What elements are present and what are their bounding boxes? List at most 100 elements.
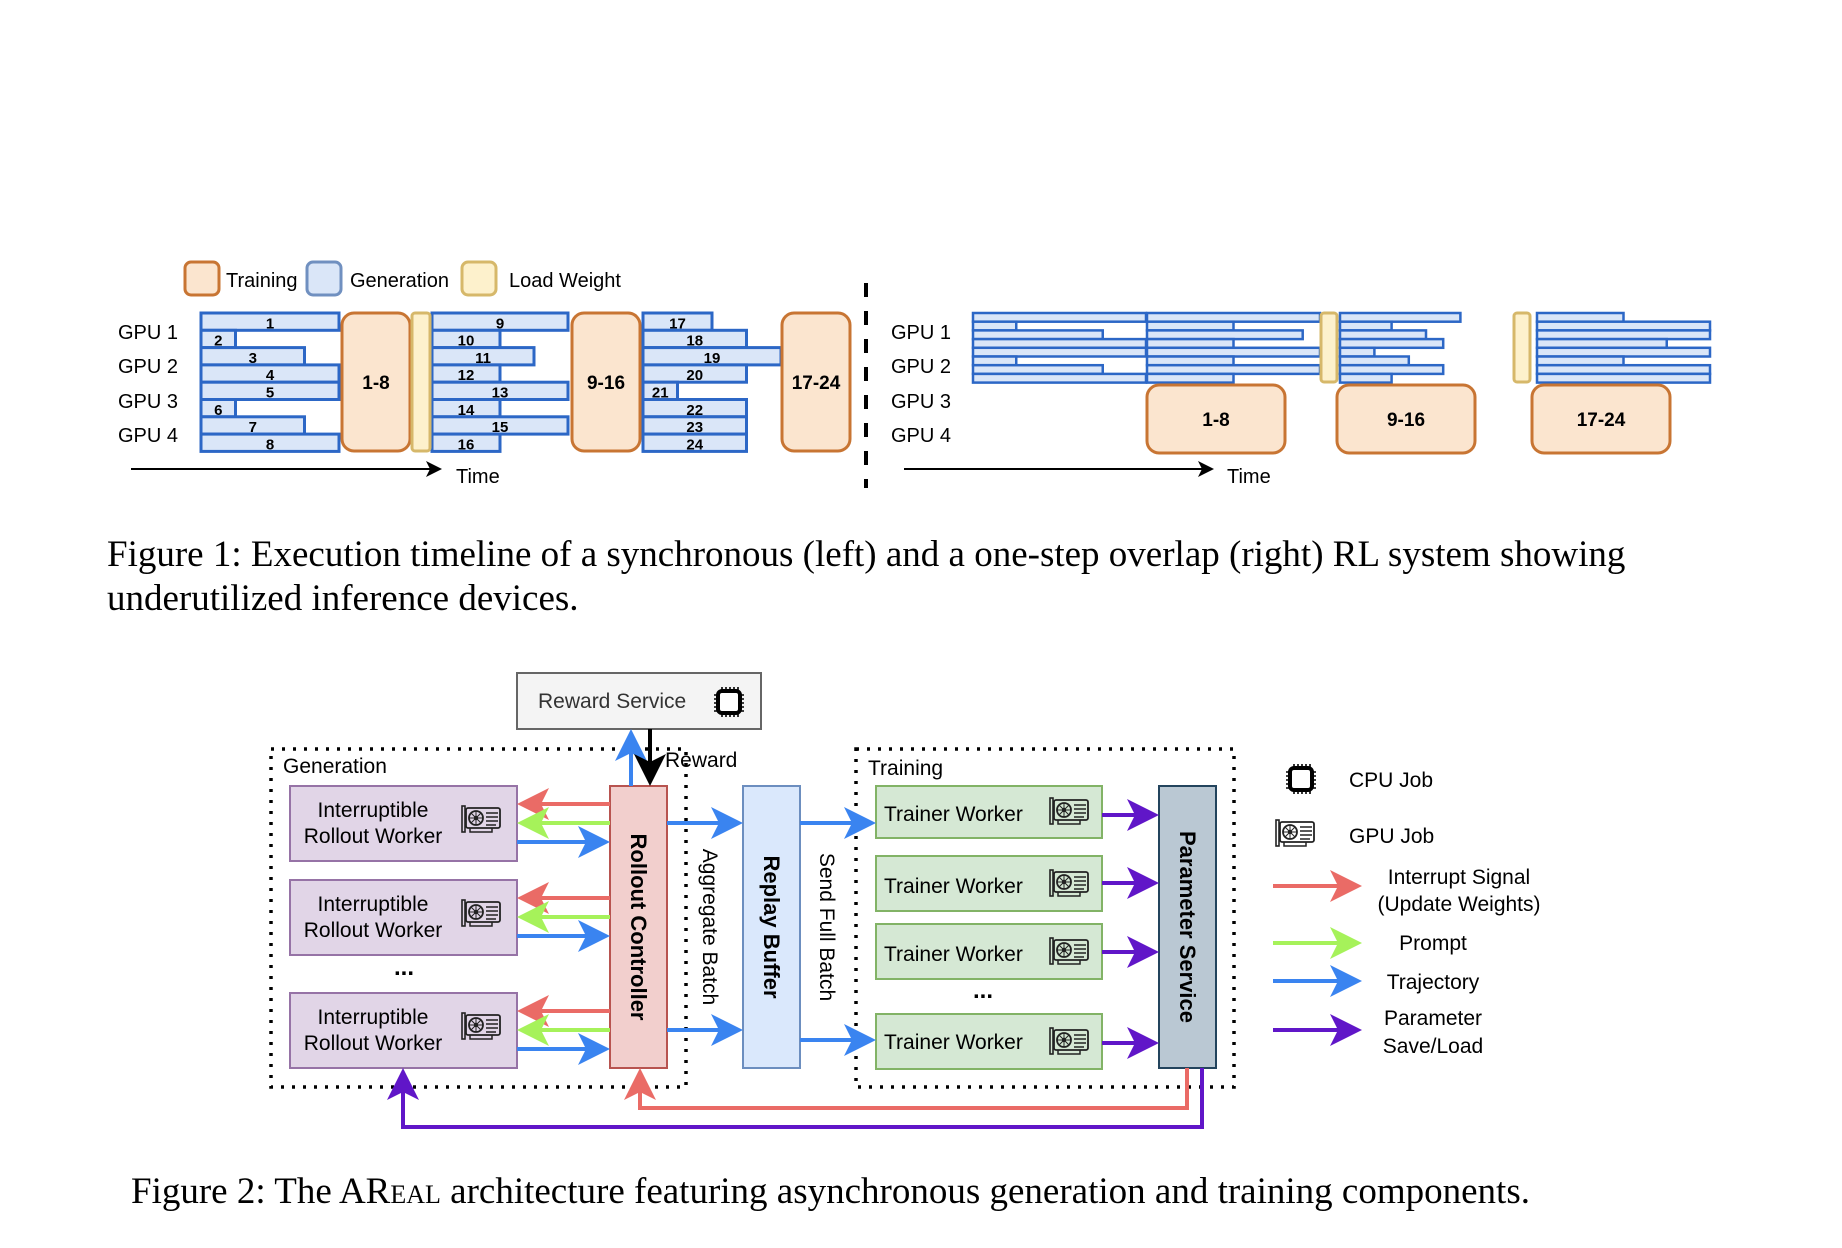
parameter-service-box xyxy=(1158,785,1217,1069)
rollout-worker-line1: Interruptible xyxy=(318,799,429,822)
rollout-worker-line1: Interruptible xyxy=(318,893,429,916)
gpu-label: GPU 3 xyxy=(891,391,951,413)
generation-bar xyxy=(971,320,1018,332)
legend-training-swatch xyxy=(183,260,221,297)
legend-interrupt-line1: Interrupt Signal xyxy=(1388,866,1530,889)
generation-bar xyxy=(1338,337,1445,350)
generation-bar xyxy=(971,372,1148,384)
legend-parameter-line2: Save/Load xyxy=(1383,1035,1483,1058)
generation-bar-label: 6 xyxy=(214,402,222,419)
generation-bar xyxy=(641,363,748,384)
generation-bar-label: 17 xyxy=(669,315,686,332)
training-block xyxy=(1530,383,1672,455)
trainer-worker-label: Trainer Worker xyxy=(884,943,1023,966)
generation-bar xyxy=(971,363,1104,376)
generation-bar xyxy=(971,337,1148,350)
trainer-worker-label: Trainer Worker xyxy=(884,1031,1023,1054)
generation-bar xyxy=(1145,320,1235,332)
reward-service-box xyxy=(516,672,762,730)
gpu-labels-right: GPU 1 GPU 2 GPU 3 GPU 4 xyxy=(891,322,951,447)
generation-bar-label: 4 xyxy=(266,367,275,384)
legend-parameter-line1: Parameter xyxy=(1384,1007,1482,1030)
generation-bar xyxy=(1338,329,1428,341)
training-group-label: Training xyxy=(868,757,943,780)
right-load-weight-block-1 xyxy=(1319,311,1339,384)
generation-bar-label: 3 xyxy=(249,350,257,367)
generation-bar xyxy=(1338,346,1376,358)
generation-group xyxy=(269,747,688,1089)
rollout-worker: Interruptible Rollout Worker xyxy=(289,879,518,956)
trainer-worker-ellipsis: ... xyxy=(973,977,993,1004)
rollout-worker-line2: Rollout Worker xyxy=(304,919,443,942)
gpu-label: GPU 1 xyxy=(118,322,178,344)
generation-bar xyxy=(199,380,341,402)
generation-bar xyxy=(1145,346,1322,358)
cpu-job-label: CPU Job xyxy=(1349,769,1433,792)
legend-generation-swatch xyxy=(305,260,343,297)
legend-load-weight-swatch xyxy=(460,260,498,297)
reward-service-label: Reward Service xyxy=(538,690,686,713)
legend-training-label: Training xyxy=(226,270,298,292)
trainer-worker: Trainer Worker xyxy=(875,1013,1103,1070)
legend-trajectory-label: Trajectory xyxy=(1387,971,1480,994)
generation-bar xyxy=(1338,363,1445,376)
generation-bar xyxy=(1145,372,1235,384)
generation-bar-label: 10 xyxy=(458,333,475,350)
training-block-label: 17-24 xyxy=(792,373,841,394)
generation-bar xyxy=(1145,355,1235,367)
rollout-worker: Interruptible Rollout Worker xyxy=(289,785,518,862)
generation-bar xyxy=(199,432,341,453)
generation-bar xyxy=(1535,363,1712,376)
generation-bar xyxy=(971,346,1148,358)
generation-bar xyxy=(1145,311,1322,323)
generation-bar-label: 20 xyxy=(686,367,703,384)
system-name-b: eal xyxy=(390,1171,441,1212)
cpu-job-icon xyxy=(1284,762,1318,796)
generation-group-label: Generation xyxy=(283,755,387,778)
generation-bar-label: 13 xyxy=(492,385,509,402)
generation-bar-label: 12 xyxy=(458,367,475,384)
generation-bar-label: 9 xyxy=(496,315,504,332)
training-group xyxy=(854,747,1236,1089)
generation-bar xyxy=(1535,329,1712,341)
right-generation-bars xyxy=(971,311,1712,384)
training-block-label: 1-8 xyxy=(1202,410,1229,431)
figure2-caption: Figure 2: The AReal architecture featuri… xyxy=(131,1170,1530,1214)
rollout-worker-line1: Interruptible xyxy=(318,1006,429,1029)
training-block-label: 9-16 xyxy=(1387,410,1425,431)
training-block-label: 1-8 xyxy=(362,373,389,394)
generation-bar-label: 23 xyxy=(686,419,703,436)
generation-bar-label: 11 xyxy=(475,350,491,367)
rollout-worker-line2: Rollout Worker xyxy=(304,825,443,848)
figure1-legend: Training Generation Load Weight xyxy=(183,260,621,297)
trainer-worker: Trainer Worker xyxy=(875,923,1103,980)
rollout-worker: Interruptible Rollout Worker xyxy=(289,992,518,1069)
rollout-worker-ellipsis: ... xyxy=(394,954,414,981)
generation-bar-label: 22 xyxy=(686,402,703,419)
generation-bar xyxy=(971,329,1104,341)
gpu-label: GPU 3 xyxy=(118,391,178,413)
generation-bar xyxy=(1338,311,1462,323)
generation-bar-label: 5 xyxy=(266,385,274,402)
send-full-batch-label: Send Full Batch xyxy=(815,853,838,1001)
figure2-caption-prefix: Figure 2: The xyxy=(131,1171,339,1212)
rollout-controller-label: Rollout Controller xyxy=(626,834,651,1021)
figure1-caption-line1: Figure 1: Execution timeline of a synchr… xyxy=(107,534,1626,575)
trainer-worker: Trainer Worker xyxy=(875,855,1103,912)
gpu-label: GPU 4 xyxy=(891,425,951,447)
legend-prompt-label: Prompt xyxy=(1399,932,1467,955)
generation-bar-label: 8 xyxy=(266,436,274,453)
training-block xyxy=(570,311,642,453)
arrow-parameter-loop xyxy=(387,1068,1204,1129)
rollout-worker-line2: Rollout Worker xyxy=(304,1032,443,1055)
figure2-caption-suffix: architecture featuring asynchronous gene… xyxy=(440,1171,1530,1212)
left-load-weight-block xyxy=(410,311,432,453)
figure2-legend: CPU Job GPU Job Interrupt Signal (Update… xyxy=(1273,762,1541,1058)
generation-bar xyxy=(1145,329,1304,341)
generation-bar xyxy=(1535,346,1712,358)
arrow-interrupt-loop xyxy=(624,1068,1189,1110)
gpu-label: GPU 2 xyxy=(891,356,951,378)
